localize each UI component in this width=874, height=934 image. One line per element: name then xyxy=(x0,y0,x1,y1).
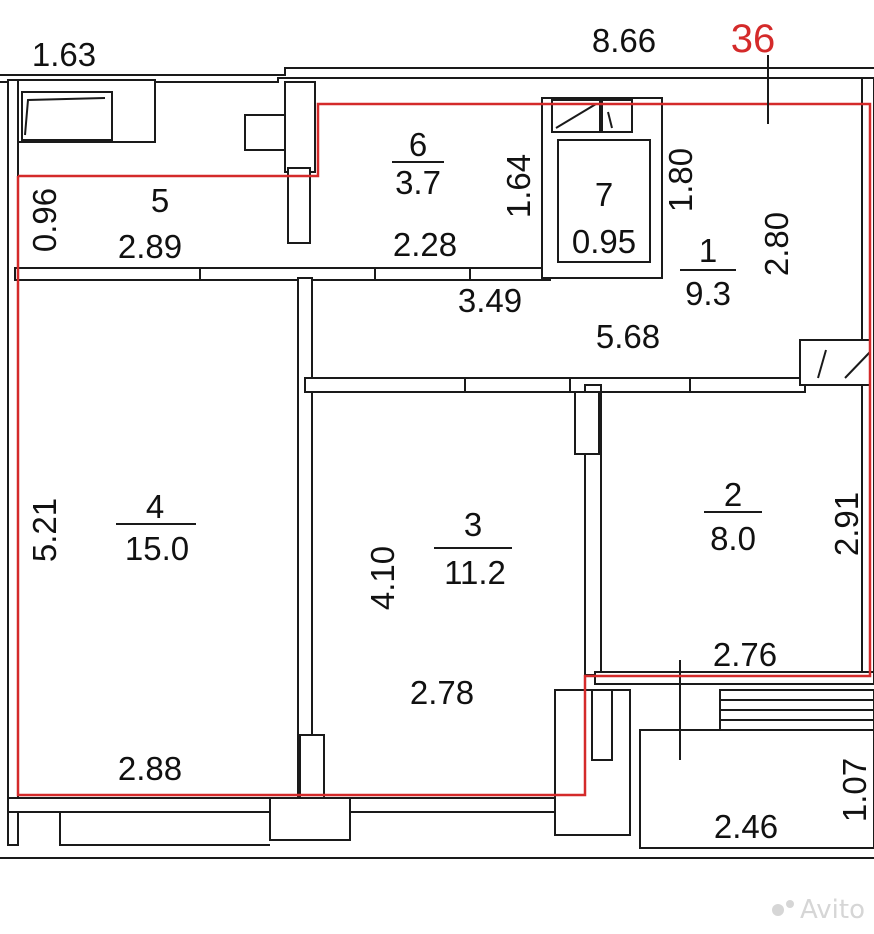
dim-room-3-height: 4.10 xyxy=(364,546,401,610)
door-hall xyxy=(591,689,613,761)
shaft-mark xyxy=(607,111,613,129)
apartment-outline xyxy=(16,102,872,797)
dim-corridor-width: 3.49 xyxy=(458,282,522,319)
dim-room-1-height: 2.80 xyxy=(758,212,795,276)
dimension-labels: 1.63 8.66 0.96 2.89 1.64 2.28 1.80 2.80 … xyxy=(26,22,873,845)
room-6-area: 3.7 xyxy=(395,164,441,201)
dim-room-5-width: 2.89 xyxy=(118,228,182,265)
column-top xyxy=(244,114,286,151)
dim-room-2-width: 2.76 xyxy=(713,636,777,673)
watermark-text: Avito xyxy=(800,895,865,925)
shaft-diagonal xyxy=(844,351,871,379)
room-2-number: 2 xyxy=(724,476,742,513)
wall-under-2 xyxy=(594,671,874,685)
window-sill xyxy=(59,812,270,846)
dim-room-4-width: 2.88 xyxy=(118,750,182,787)
room-7-area: 0.95 xyxy=(572,223,636,260)
dim-room-2-height: 2.91 xyxy=(828,492,865,556)
room-4-number: 4 xyxy=(146,488,164,525)
bathroom-7-inner xyxy=(557,139,651,263)
dim-neighbor-width: 2.46 xyxy=(714,808,778,845)
door-5 xyxy=(287,167,311,244)
left-outer-wall xyxy=(7,79,19,846)
room-2-area: 8.0 xyxy=(710,520,756,557)
shaft-2 xyxy=(601,99,633,133)
room-3-number: 3 xyxy=(464,506,482,543)
wall-4-3 xyxy=(297,277,313,799)
dim-balcony-width: 1.63 xyxy=(32,36,96,73)
room-5-number: 5 xyxy=(151,182,169,219)
dim-room-1-width: 5.68 xyxy=(596,318,660,355)
room-4-area: 15.0 xyxy=(125,530,189,567)
wall-corridor-rooms xyxy=(304,377,806,393)
dim-room-6-width: 2.28 xyxy=(393,226,457,263)
shaft-diagonal xyxy=(555,103,597,129)
dim-room-3-width: 2.78 xyxy=(410,674,474,711)
bottom-column xyxy=(269,797,351,841)
room-1-number: 1 xyxy=(699,232,717,269)
dim-room-6-height: 1.64 xyxy=(500,154,537,218)
dim-top-width: 8.66 xyxy=(592,22,656,59)
door-3 xyxy=(574,391,600,455)
dim-room-4-height: 5.21 xyxy=(26,498,63,562)
apartment-number: 36 xyxy=(731,17,776,61)
room-1-area: 9.3 xyxy=(685,275,731,312)
avito-watermark: Avito xyxy=(772,895,865,925)
balcony-door-swing xyxy=(24,97,106,136)
room-3-area: 11.2 xyxy=(444,554,506,591)
watermark-dot-icon xyxy=(772,904,784,916)
watermark-dot-icon xyxy=(786,900,794,908)
wall-5-6-top xyxy=(284,81,316,173)
outer-top-wall xyxy=(0,67,874,76)
room-6-number: 6 xyxy=(409,126,427,163)
dim-room-7-height: 1.80 xyxy=(662,148,699,212)
shaft-mark xyxy=(817,349,827,379)
room-labels: 6 3.7 7 0.95 5 1 9.3 4 15.0 3 11.2 2 8.0 xyxy=(116,126,762,591)
dim-neighbor-height: 1.07 xyxy=(836,758,873,822)
walls xyxy=(0,67,874,859)
dim-room-5-height: 0.96 xyxy=(26,188,63,252)
room-7-number: 7 xyxy=(595,176,613,213)
